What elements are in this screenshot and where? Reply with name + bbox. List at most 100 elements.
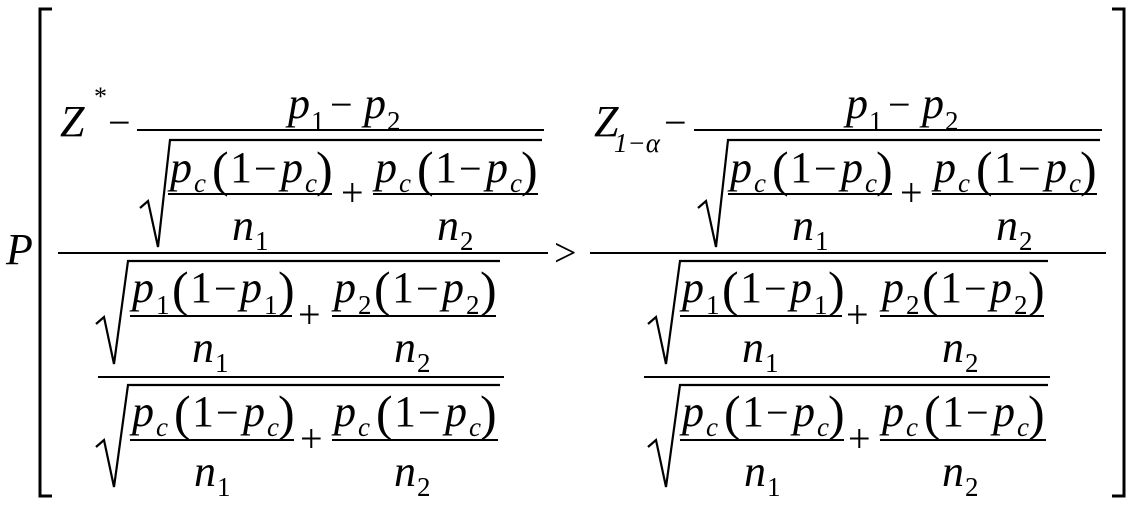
z-star: Z: [60, 97, 85, 146]
one: 1: [435, 143, 457, 192]
minus-sign: −: [416, 266, 439, 311]
n-symbol: n: [792, 201, 814, 250]
subscript-2: 2: [1019, 226, 1033, 256]
p-symbol: p: [285, 79, 310, 128]
n-symbol: n: [742, 323, 764, 372]
minus-sign: −: [764, 266, 787, 311]
subscript-1: 1: [765, 348, 779, 378]
right-bracket: [1112, 7, 1126, 498]
one: 1: [742, 387, 764, 436]
one: 1: [994, 143, 1016, 192]
p-symbol: p: [483, 143, 508, 192]
radical-sign: [95, 383, 500, 488]
right-paren: ): [876, 141, 893, 197]
subscript-1: 1: [311, 106, 325, 136]
pooled-variance-sqrt-top: p c ( 1 − p c ) n 1 + p c ( 1 − p c ) n …: [697, 138, 1100, 256]
right-paren: ): [480, 385, 497, 441]
difference-numerator: p 1 − p 2: [843, 79, 959, 136]
p-symbol: p: [790, 387, 815, 436]
subscript-1: 1: [215, 348, 229, 378]
minus-sign: −: [888, 82, 911, 127]
difference-numerator: p 1 − p 2: [285, 79, 401, 136]
right-paren: ): [278, 385, 295, 441]
plus-sign: +: [848, 416, 871, 461]
one: 1: [230, 143, 252, 192]
left-paren: (: [722, 261, 739, 317]
radical-sign: [647, 259, 1048, 365]
plus-sign: +: [846, 292, 869, 337]
n-symbol: n: [194, 447, 216, 496]
left-paren: (: [922, 261, 939, 317]
minus-sign: −: [766, 390, 789, 435]
subscript-2: 2: [965, 472, 979, 502]
minus-sign: −: [214, 266, 237, 311]
p-symbol: p: [237, 263, 262, 312]
unpooled-variance-sqrt: p 1 ( 1 − p 1 ) n 1 + p 2 ( 1 − p 2 ) n …: [95, 259, 500, 378]
right-paren: ): [1028, 261, 1045, 317]
n-symbol: n: [394, 323, 416, 372]
minus-sign: −: [964, 266, 987, 311]
right-paren: ): [480, 261, 497, 317]
subscript-c: c: [267, 412, 279, 442]
subscript-2: 2: [906, 290, 920, 320]
p-symbol: p: [129, 263, 154, 312]
p-symbol: p: [439, 263, 464, 312]
subscript-1: 1: [814, 290, 828, 320]
n-symbol: n: [437, 201, 459, 250]
unpooled-variance-sqrt: p 1 ( 1 − p 1 ) n 1 + p 2 ( 1 − p 2 ) n …: [647, 259, 1048, 378]
subscript-c: c: [399, 168, 411, 198]
minus-sign: −: [216, 390, 239, 435]
radical-sign: [95, 259, 500, 365]
left-paren: (: [172, 261, 189, 317]
minus-sign: −: [1018, 146, 1041, 191]
n-symbol: n: [942, 323, 964, 372]
left-paren: (: [374, 261, 391, 317]
subscript-c: c: [706, 412, 718, 442]
minus-sign: −: [418, 390, 441, 435]
right-hand-side: Z 1−α − p 1 − p 2 p c ( 1 − p c ) n 1 + …: [590, 79, 1106, 502]
plus-sign: +: [300, 416, 323, 461]
p-symbol: p: [331, 263, 356, 312]
left-paren: (: [376, 385, 393, 441]
n-symbol: n: [942, 447, 964, 496]
one: 1: [942, 387, 964, 436]
one: 1: [740, 263, 762, 312]
one: 1: [192, 387, 214, 436]
subscript-c: c: [754, 168, 766, 198]
subscript-1: 1: [255, 226, 269, 256]
z-critical: Z: [594, 97, 619, 146]
p-symbol: p: [442, 387, 467, 436]
n-symbol: n: [394, 447, 416, 496]
radical-sign: [647, 383, 1048, 488]
one: 1: [394, 387, 416, 436]
subscript-c: c: [510, 168, 522, 198]
greater-than-sign: >: [554, 230, 577, 275]
left-paren: (: [174, 385, 191, 441]
one: 1: [392, 263, 414, 312]
subscript-c: c: [156, 412, 168, 442]
p-symbol: p: [1042, 143, 1067, 192]
subscript-2: 2: [466, 290, 480, 320]
subscript-2: 2: [965, 348, 979, 378]
p-symbol: p: [372, 143, 397, 192]
p-symbol: p: [843, 79, 868, 128]
minus-sign: −: [814, 146, 837, 191]
one: 1: [790, 143, 812, 192]
pooled-variance-sqrt-top: p c ( 1 − p c ) n 1 + p c ( 1 − p c ): [139, 138, 542, 256]
subscript-c: c: [906, 412, 918, 442]
p-symbol: p: [278, 143, 303, 192]
subscript-1: 1: [767, 472, 781, 502]
n-symbol: n: [232, 201, 254, 250]
right-paren: ): [521, 141, 538, 197]
p-symbol: p: [919, 79, 944, 128]
subscript-2: 2: [1014, 290, 1028, 320]
p-symbol: p: [787, 263, 812, 312]
one: 1: [940, 263, 962, 312]
pooled-variance-sqrt-bottom: p c ( 1 − p c ) n 1 + p c ( 1 − p c ) n …: [95, 383, 500, 502]
minus-sign: −: [254, 146, 277, 191]
p-symbol: p: [240, 387, 265, 436]
right-paren: ): [828, 261, 845, 317]
minus-sign: −: [664, 100, 687, 145]
subscript-2: 2: [358, 290, 372, 320]
right-paren: ): [828, 385, 845, 441]
